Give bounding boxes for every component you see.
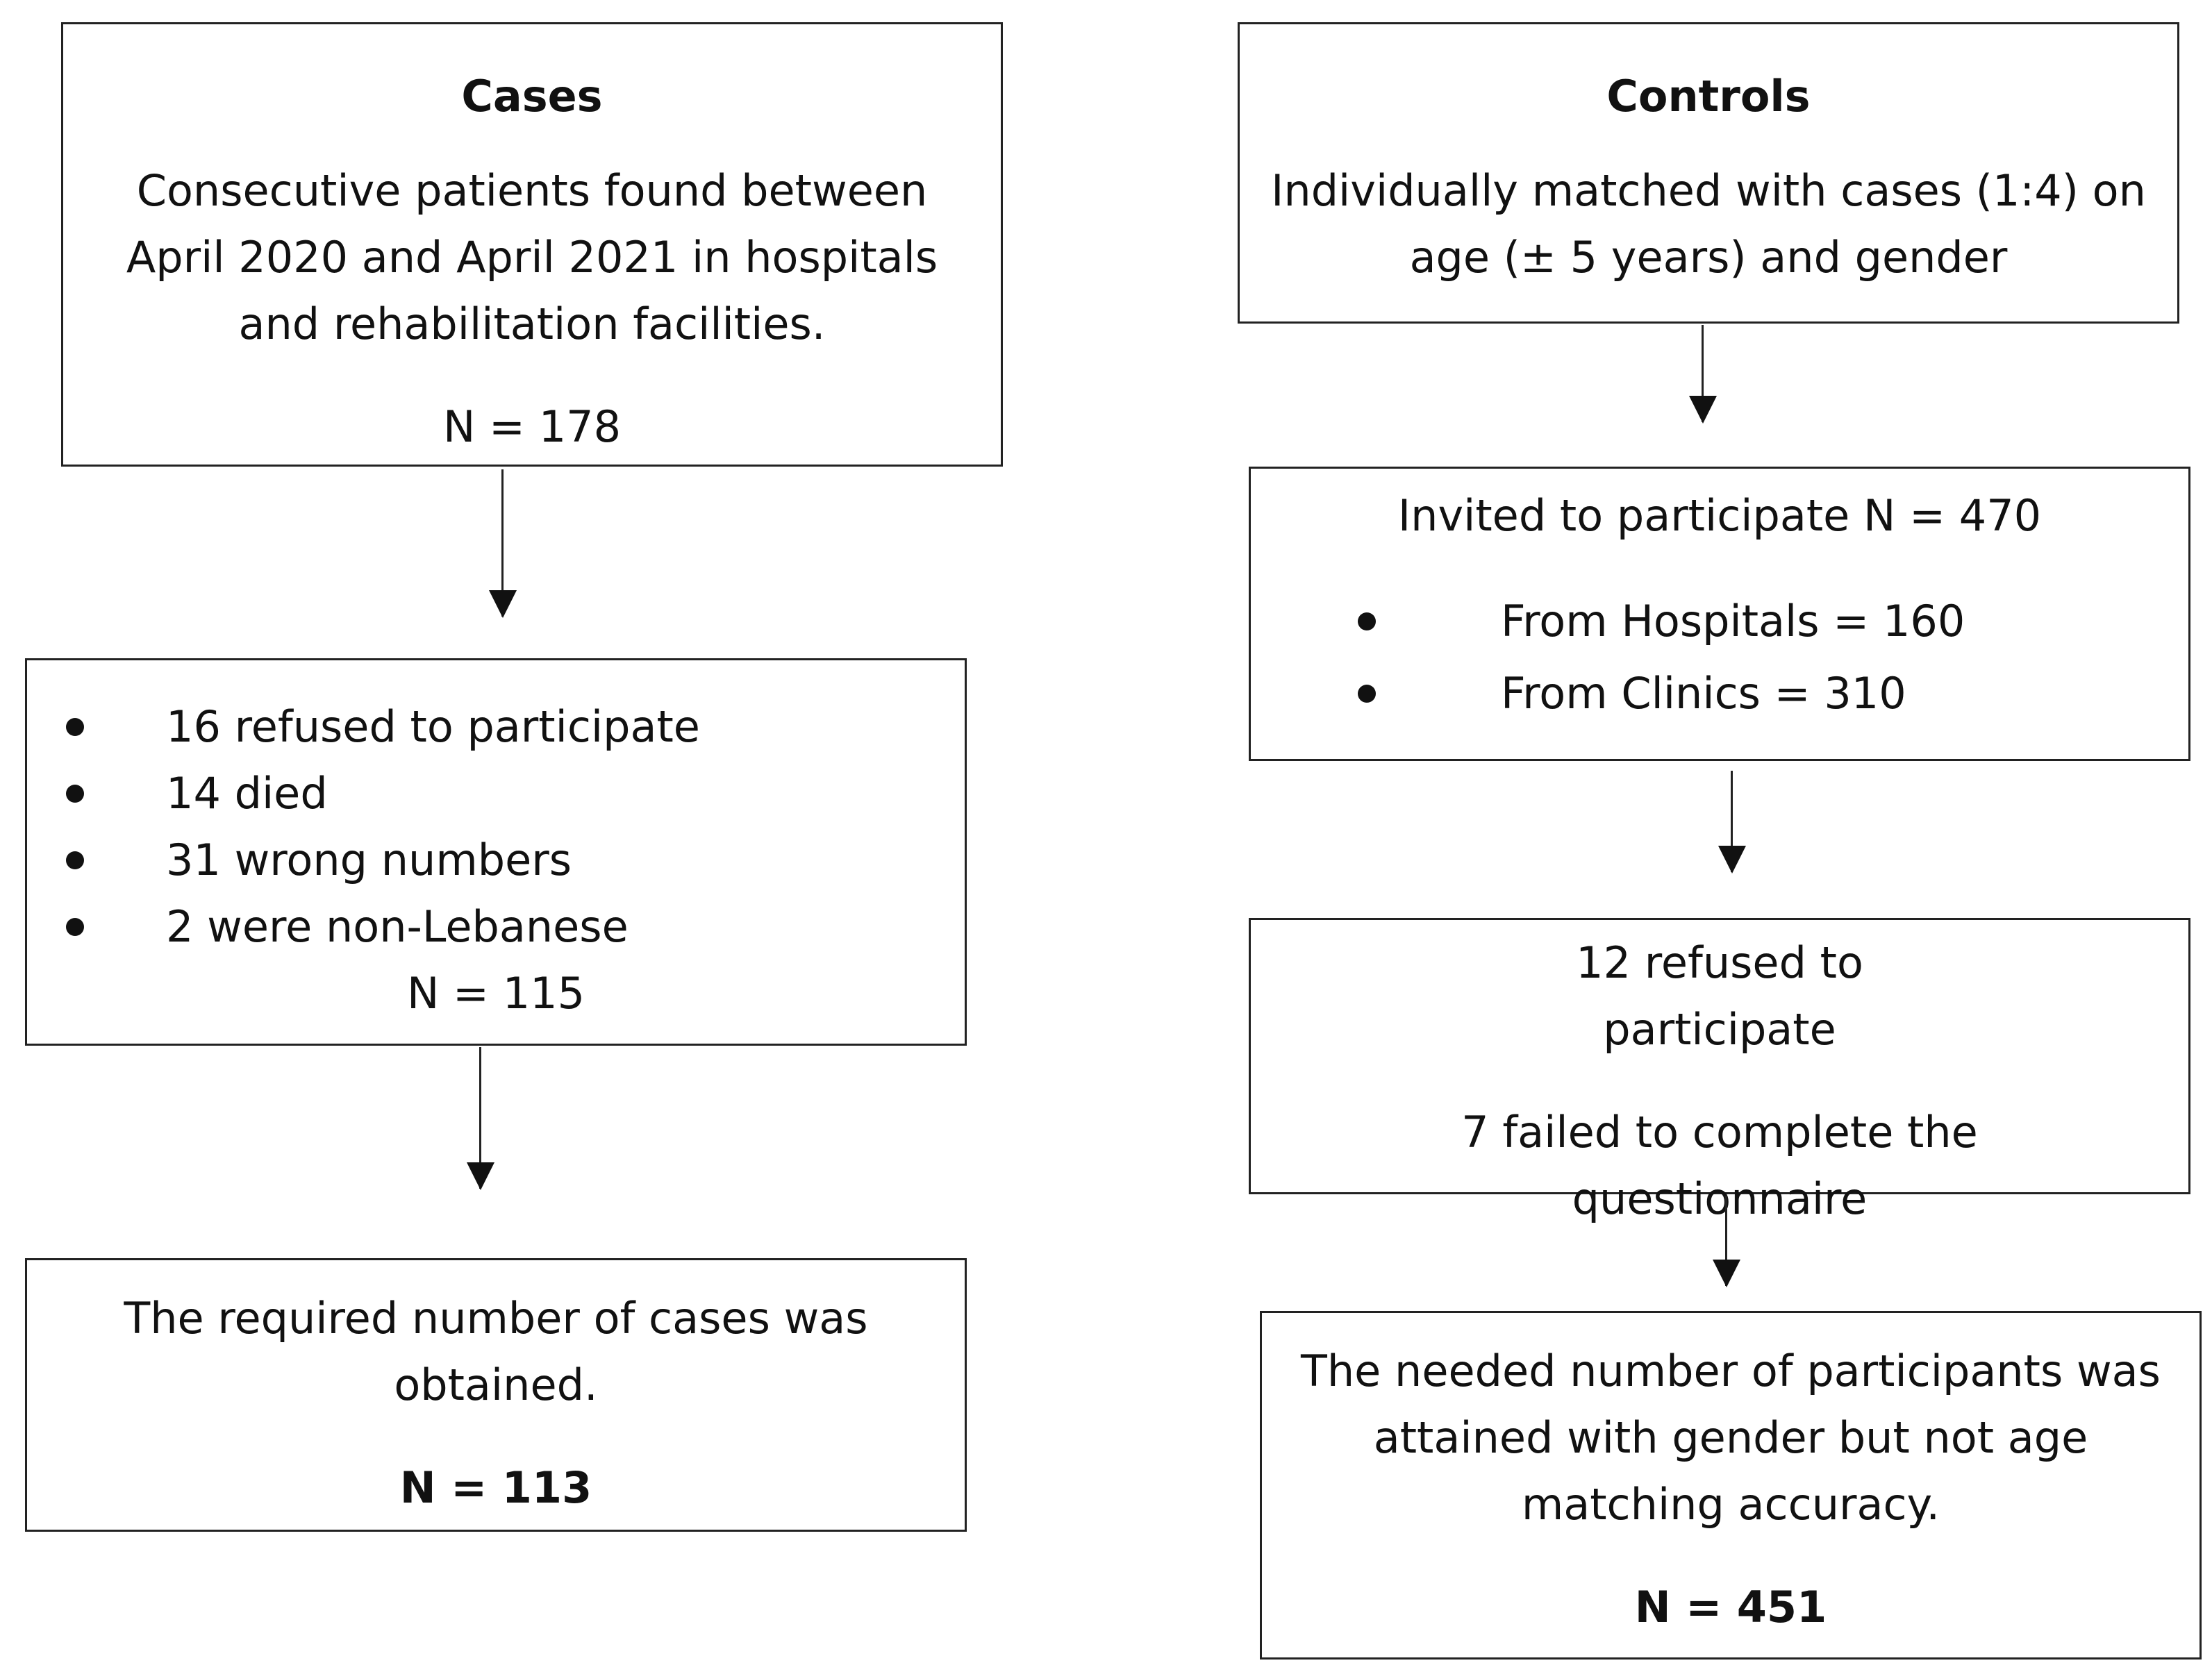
bullet-icon <box>66 851 84 869</box>
controls-invited: Invited to participate N = 470 <box>1397 490 2042 541</box>
list-item: 31 wrong numbers <box>66 827 923 894</box>
cases-n-final: N = 113 <box>399 1462 592 1513</box>
controls-final-text: The needed number of participants was at… <box>1301 1346 2161 1530</box>
cases-arrow-1 <box>501 469 504 617</box>
cases-final-text: The required number of cases was obtaine… <box>124 1293 868 1410</box>
list-item: 16 refused to participate <box>66 694 923 760</box>
controls-arrow-3 <box>1725 1196 1727 1286</box>
bullet-icon <box>66 918 84 936</box>
bullet-icon <box>1358 612 1376 630</box>
list-item: 2 were non-Lebanese <box>66 894 923 960</box>
controls-failed: 7 failed to complete the questionnaire <box>1461 1107 1978 1224</box>
controls-arrow-2 <box>1731 771 1733 872</box>
bullet-icon <box>66 718 84 736</box>
controls-description: Individually matched with cases (1:4) on… <box>1271 165 2146 283</box>
cases-exclusions-box: 16 refused to participate 14 died 31 wro… <box>25 658 967 1046</box>
controls-n-final: N = 451 <box>1634 1582 1827 1632</box>
cases-arrow-2 <box>479 1047 481 1189</box>
controls-arrow-1 <box>1702 325 1704 422</box>
cases-box: Cases Consecutive patients found between… <box>61 22 1003 467</box>
cases-title: Cases <box>461 71 603 122</box>
cases-n-initial: N = 178 <box>442 401 622 452</box>
controls-exclusions-box: 12 refused to participate 7 failed to co… <box>1249 918 2190 1224</box>
cases-n-after-exclusions: N = 115 <box>406 968 585 1019</box>
controls-refused: 12 refused to participate <box>1576 937 1863 1055</box>
controls-invited-box: Invited to participate N = 470 From Hosp… <box>1249 467 2190 761</box>
list-item: 14 died <box>66 760 923 827</box>
list-item: From Hospitals = 160 <box>1358 585 2161 658</box>
bullet-icon <box>66 785 84 803</box>
cases-description: Consecutive patients found between April… <box>126 165 938 349</box>
cases-exclusions-list: 16 refused to participate 14 died 31 wro… <box>66 694 923 960</box>
controls-box: Controls Individually matched with cases… <box>1238 22 2179 324</box>
bullet-icon <box>1358 685 1376 703</box>
controls-final-box: The needed number of participants was at… <box>1260 1311 2202 1660</box>
list-item: From Clinics = 310 <box>1358 658 2161 730</box>
controls-title: Controls <box>1606 71 1811 122</box>
cases-final-box: The required number of cases was obtaine… <box>25 1258 967 1532</box>
controls-sources-list: From Hospitals = 160 From Clinics = 310 <box>1279 585 2161 730</box>
